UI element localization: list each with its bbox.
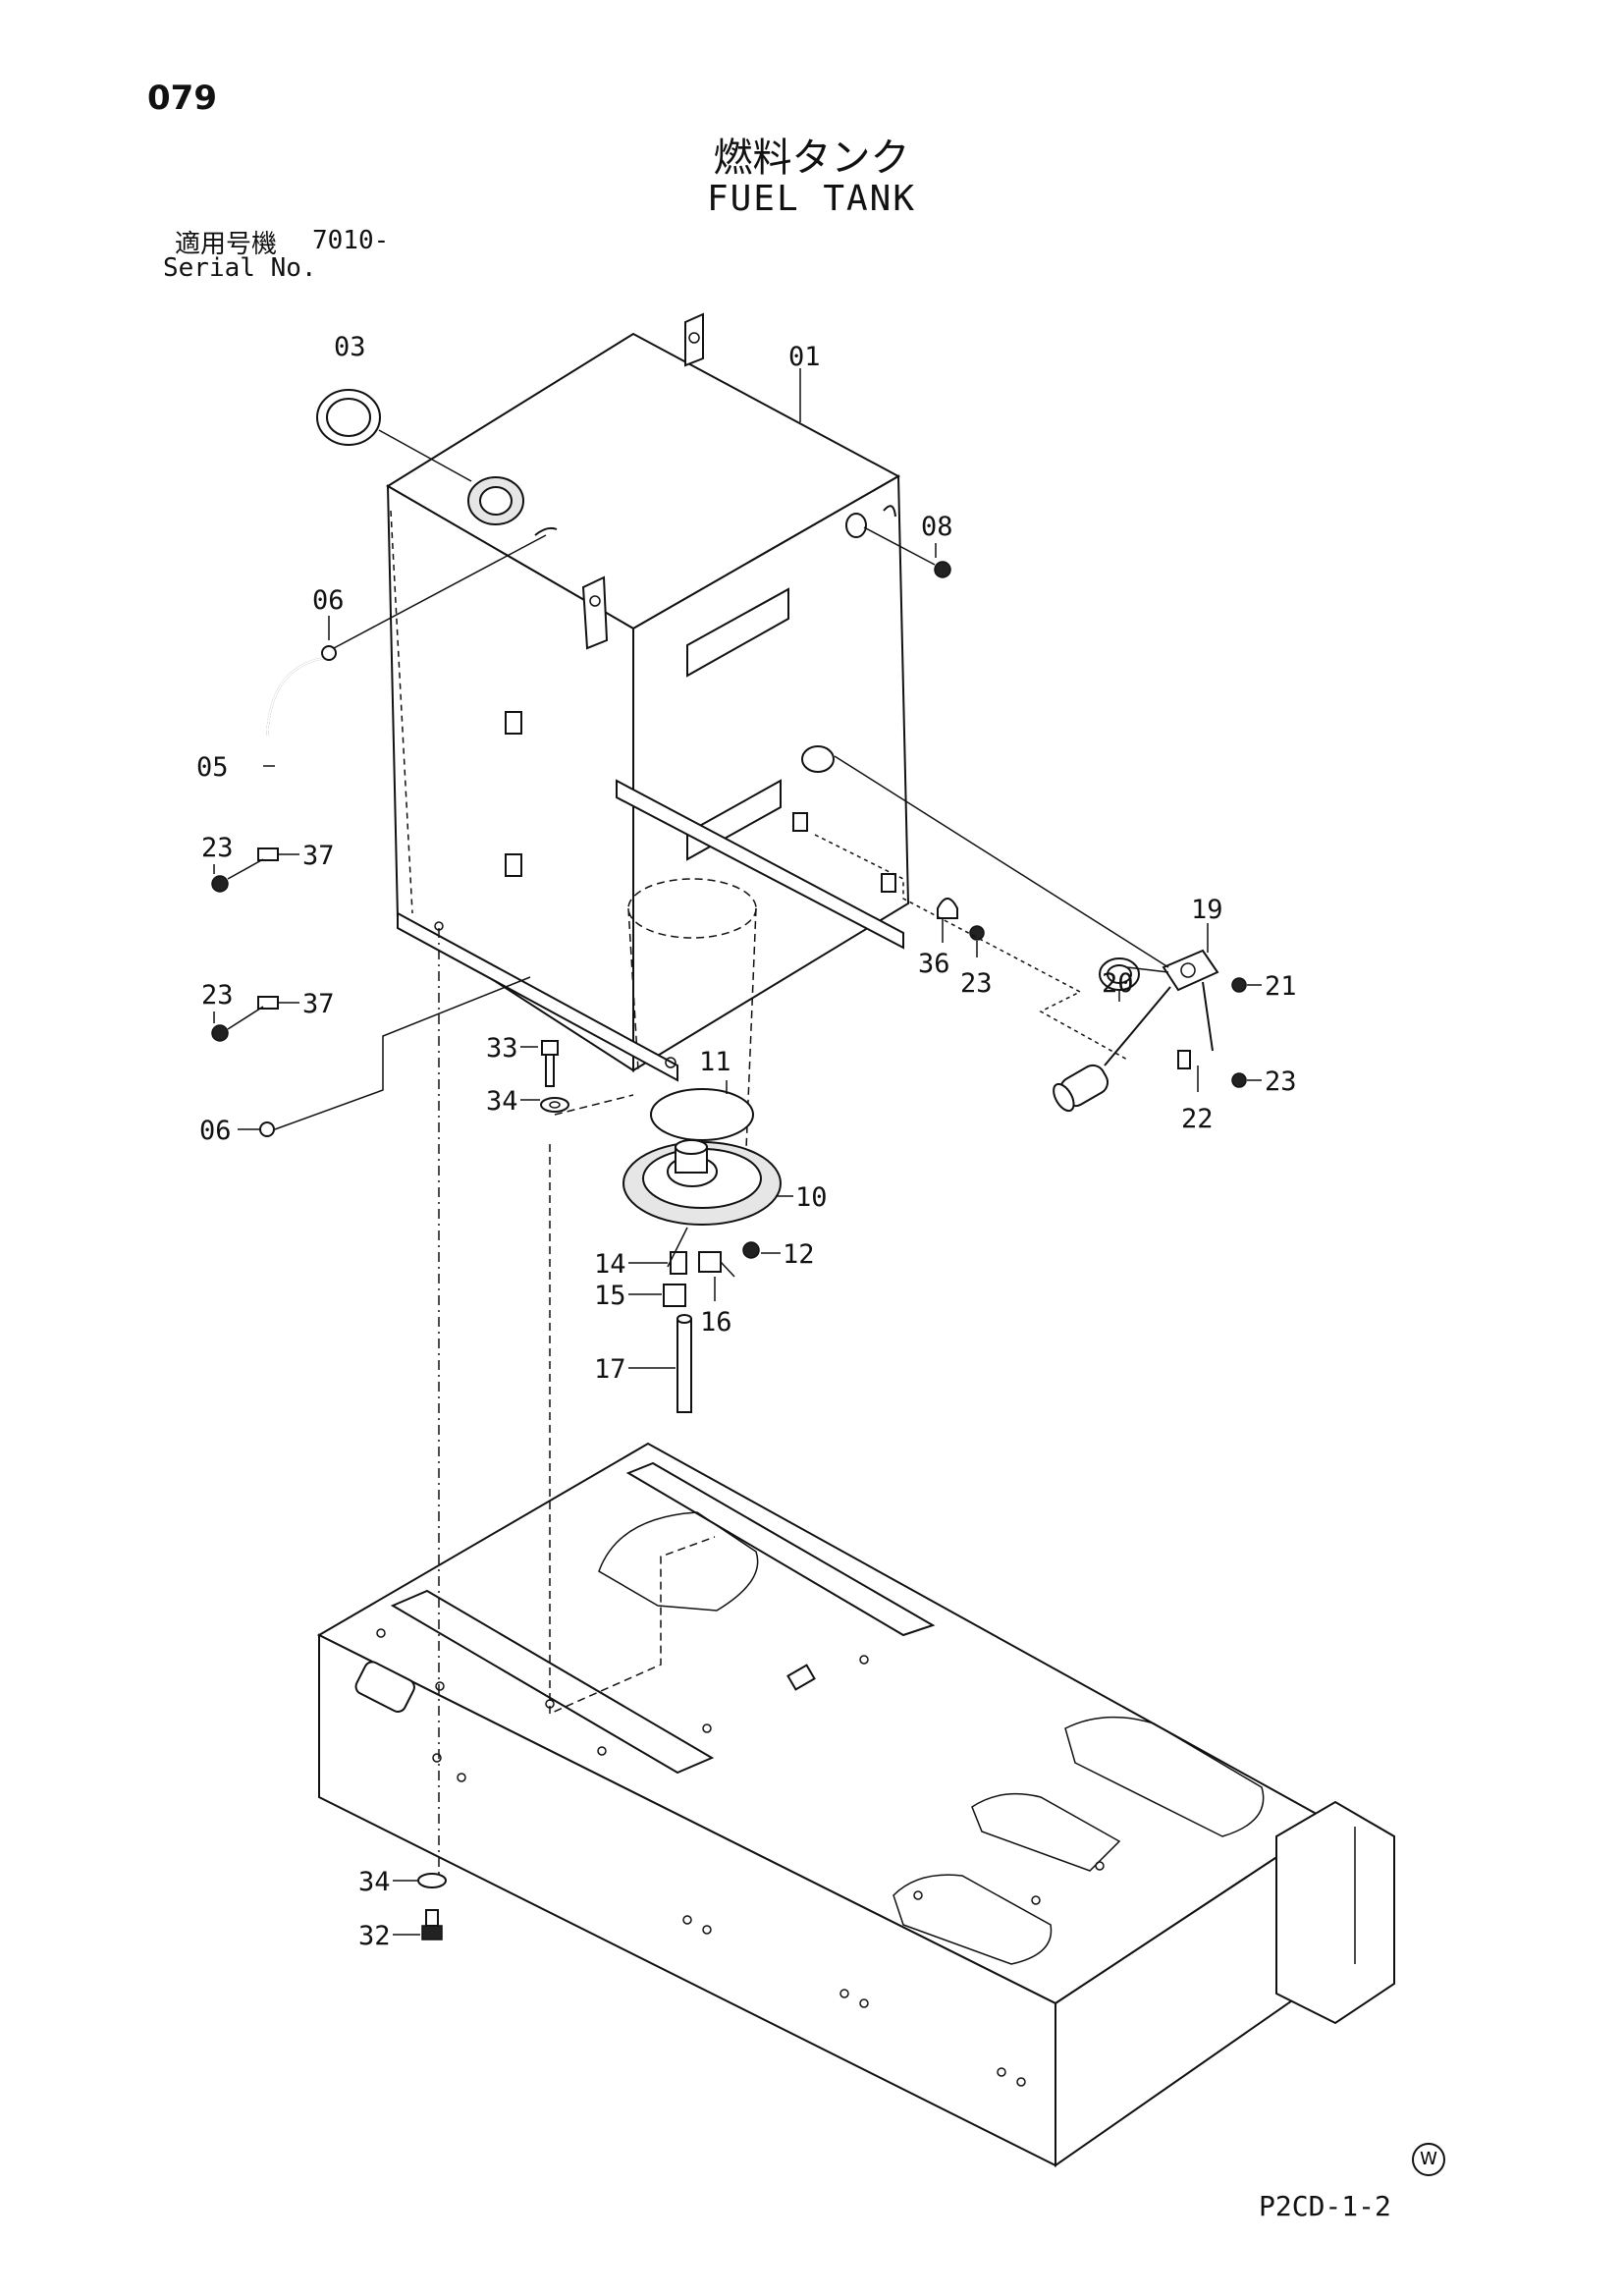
serial-value: 7010- xyxy=(312,226,390,255)
callout-01: 01 xyxy=(788,342,821,372)
callout-12: 12 xyxy=(783,1239,815,1270)
callout-14: 14 xyxy=(594,1249,626,1280)
bolt-08 xyxy=(934,561,951,578)
clamp-36 xyxy=(937,898,958,919)
callout-19: 19 xyxy=(1191,895,1223,925)
callout-05: 05 xyxy=(196,752,229,783)
callout-10: 10 xyxy=(795,1182,828,1213)
callout-34-upper: 34 xyxy=(486,1086,518,1117)
gasket xyxy=(650,1088,754,1141)
fuel-level-sender xyxy=(1053,949,1219,1113)
callout-15: 15 xyxy=(594,1281,626,1311)
callout-21: 21 xyxy=(1265,971,1297,1002)
suction-flange xyxy=(622,1139,782,1226)
callout-23-c: 23 xyxy=(960,968,993,999)
drain-fittings xyxy=(663,1227,735,1413)
mount-bolt xyxy=(540,1040,569,1113)
bolt-23-sender xyxy=(1231,1072,1247,1088)
callout-23-d: 23 xyxy=(1265,1066,1297,1097)
breather-hose xyxy=(259,534,547,1137)
alignment-line-flange xyxy=(549,1094,716,1716)
title-japanese: 燃料タンク xyxy=(713,136,910,181)
callout-23-b: 23 xyxy=(201,980,234,1011)
page-number: 079 xyxy=(147,79,217,118)
callout-23-a: 23 xyxy=(201,833,234,863)
filler-cap-ring xyxy=(316,389,472,482)
callout-labels: 01 03 05 06 06 08 10 11 12 14 15 16 17 1… xyxy=(196,332,1297,1951)
callout-06-upper: 06 xyxy=(312,585,345,616)
serial-label-english: Serial No. xyxy=(163,253,317,283)
washer-34-lower xyxy=(417,1873,447,1888)
callout-33: 33 xyxy=(486,1033,518,1064)
bolt-12 xyxy=(742,1241,760,1259)
callout-32: 32 xyxy=(358,1921,391,1951)
serial-label-japanese: 適用号機 xyxy=(175,230,278,259)
leader-lines xyxy=(213,368,1262,1936)
bolt-21 xyxy=(1231,977,1247,993)
callout-36: 36 xyxy=(918,949,950,979)
bolt-23-clamp xyxy=(969,925,985,941)
callout-37-b: 37 xyxy=(302,989,335,1019)
callout-20: 20 xyxy=(1102,968,1134,999)
callout-11: 11 xyxy=(699,1047,731,1077)
callout-37-a: 37 xyxy=(302,841,335,871)
fuel-tank xyxy=(386,312,910,1150)
callout-06-lower: 06 xyxy=(199,1116,232,1146)
revolving-frame xyxy=(316,1442,1395,2167)
revision-mark: W xyxy=(1412,2143,1445,2176)
callout-16: 16 xyxy=(700,1307,732,1338)
callout-03: 03 xyxy=(334,332,366,362)
title-english: FUEL TANK xyxy=(706,179,917,219)
callout-22: 22 xyxy=(1181,1104,1214,1134)
bolt-32 xyxy=(421,1909,443,1941)
callout-08: 08 xyxy=(921,512,953,542)
callout-34-lower: 34 xyxy=(358,1867,391,1897)
hose-clamps xyxy=(211,847,299,1042)
callout-17: 17 xyxy=(594,1354,626,1385)
drawing-code: P2CD-1-2 xyxy=(1259,2190,1391,2222)
